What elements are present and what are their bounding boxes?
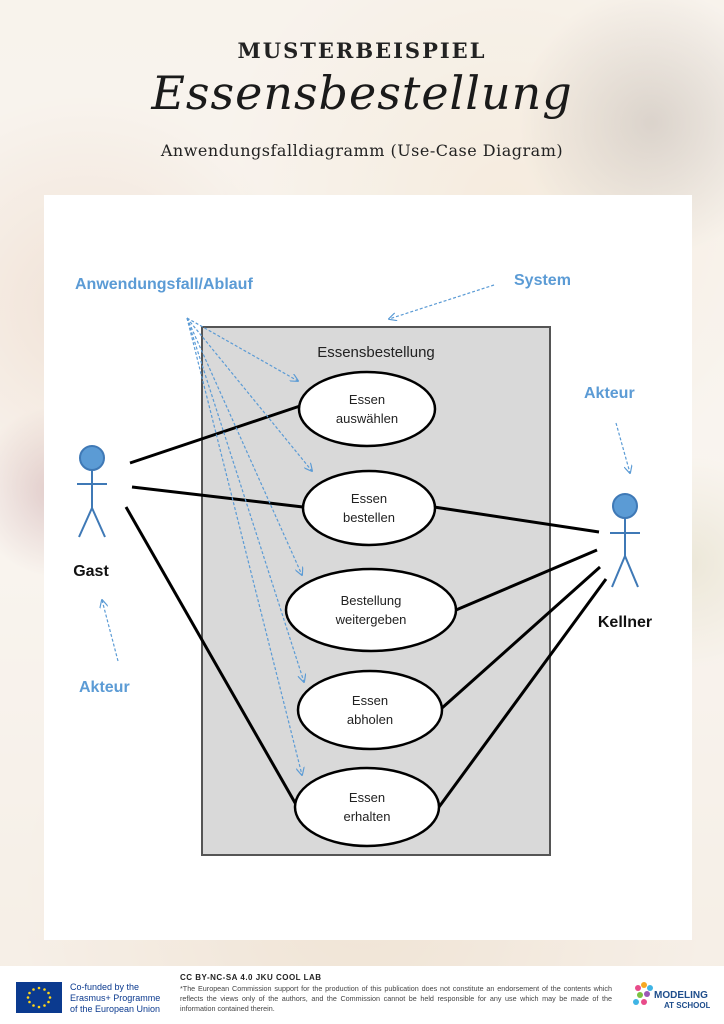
eu-line: Co-funded by the (70, 982, 140, 992)
logo-text: AT SCHOOL (664, 1001, 710, 1010)
use-case-label: bestellen (343, 510, 395, 525)
actor-name-kellner: Kellner (598, 614, 652, 631)
disclaimer-text: *The European Commission support for the… (180, 984, 612, 1013)
modeling-at-school-logo: MODELING AT SCHOOL (630, 978, 711, 1016)
eu-line: Erasmus+ Programme (70, 993, 161, 1003)
association-gast-erhalten (124, 506, 300, 809)
annotation-actor-right: Akteur (584, 385, 635, 402)
actor-kellner (610, 493, 640, 588)
use-case-essen-auswaehlen: Essen auswählen (297, 370, 437, 448)
association-gast-auswaehlen (129, 404, 301, 465)
actor-gast (77, 445, 107, 538)
use-case-label: weitergeben (335, 612, 407, 627)
use-case-essen-abholen: Essen abholen (296, 669, 444, 751)
association-kellner-erhalten (437, 578, 608, 808)
actor-name-gast: Gast (73, 563, 109, 580)
annotation-arrows (102, 284, 630, 775)
logo-text: MODELING (654, 990, 708, 1001)
eu-flag-icon (16, 982, 62, 1013)
use-case-label: Essen (351, 491, 387, 506)
use-case-label: Bestellung (341, 593, 402, 608)
annotation-use-case: Anwendungsfall/Ablauf (75, 276, 253, 293)
annotation-actor-left: Akteur (79, 679, 130, 696)
use-case-label: Essen (349, 392, 385, 407)
page-subtitle: Anwendungsfalldiagramm (Use-Case Diagram… (160, 141, 564, 160)
footer: Co-funded by the Erasmus+ Programme of t… (0, 966, 724, 1024)
use-case-label: Essen (352, 693, 388, 708)
use-case-essen-erhalten: Essen erhalten (293, 766, 441, 848)
association-kellner-bestellen (433, 505, 600, 534)
use-case-label: Essen (349, 790, 385, 805)
eu-funding-text: Co-funded by the Erasmus+ Programme of t… (70, 982, 180, 1015)
eu-line: of the European Union (70, 1004, 161, 1014)
supertitle: MUSTERBEISPIEL (237, 38, 487, 63)
association-kellner-weitergeben (455, 548, 598, 612)
use-case-label: erhalten (344, 809, 391, 824)
use-case-bestellung-weitergeben: Bestellung weitergeben (284, 567, 458, 653)
use-case-label: abholen (347, 712, 393, 727)
license-text: CC BY-NC-SA 4.0 JKU COOL LAB (180, 973, 322, 982)
page-title: Essensbestellung (151, 66, 573, 120)
annotation-system: System (514, 272, 571, 289)
use-case-label: auswählen (336, 411, 398, 426)
diagram-panel: Essensbestellung Essen auswählen Essen b… (44, 195, 692, 940)
system-name: Essensbestellung (317, 344, 435, 361)
association-kellner-abholen (441, 565, 601, 710)
association-gast-bestellen (131, 485, 304, 509)
use-case-essen-bestellen: Essen bestellen (301, 469, 437, 547)
use-case-diagram: Essensbestellung Essen auswählen Essen b… (73, 272, 652, 856)
